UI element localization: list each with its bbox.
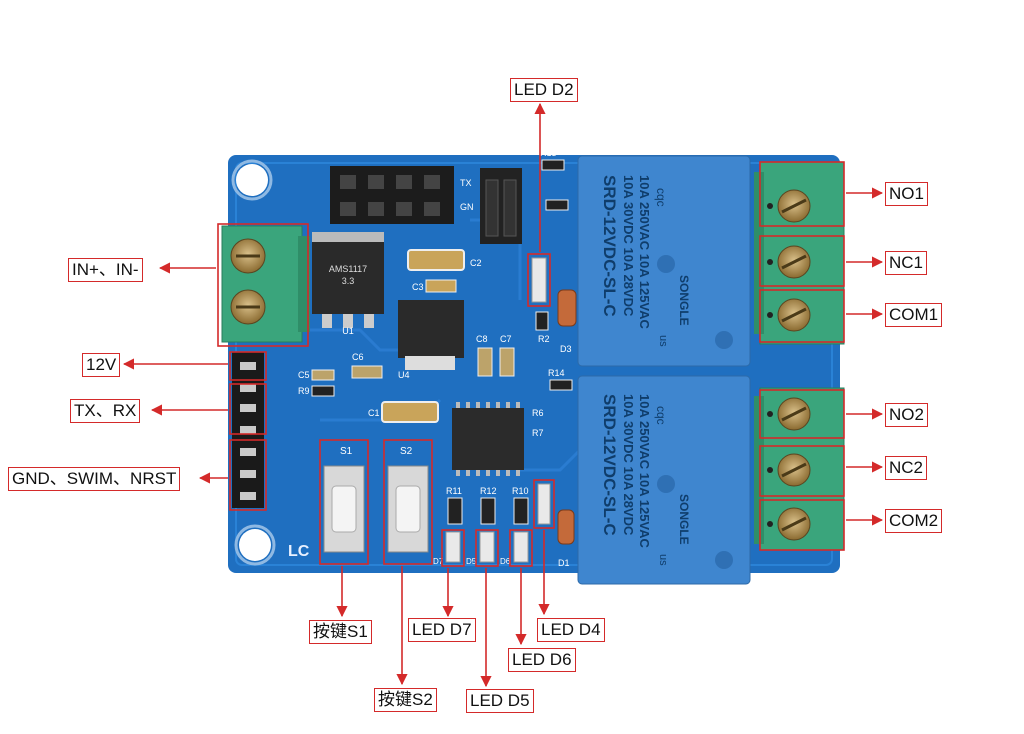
mounting-hole bbox=[239, 529, 271, 561]
highlight-led-d4 bbox=[533, 479, 555, 529]
chip-u4 bbox=[398, 300, 464, 358]
highlight-power-terminal bbox=[217, 223, 309, 347]
highlight-led-d5 bbox=[475, 529, 499, 567]
label-nc1: NC1 bbox=[885, 251, 928, 275]
label-button-s1: 按键S1 bbox=[309, 620, 372, 644]
svg-text:10A 250VAC 10A 125VAC: 10A 250VAC 10A 125VAC bbox=[637, 394, 652, 549]
label-led-d6: LED D6 bbox=[508, 648, 576, 672]
svg-text:SRD-12VDC-SL-C: SRD-12VDC-SL-C bbox=[600, 394, 619, 536]
svg-text:3.3: 3.3 bbox=[342, 276, 355, 286]
svg-text:R10: R10 bbox=[512, 486, 529, 496]
svg-text:S2: S2 bbox=[400, 446, 413, 457]
svg-text:C7: C7 bbox=[500, 334, 512, 344]
svg-text:U1: U1 bbox=[342, 326, 354, 336]
label-no1: NO1 bbox=[885, 182, 928, 206]
highlight-com1 bbox=[759, 289, 845, 343]
led-d6-part bbox=[513, 531, 529, 563]
highlight-led-d7 bbox=[441, 529, 465, 567]
svg-text:D7: D7 bbox=[433, 557, 444, 566]
svg-text:us: us bbox=[657, 554, 669, 566]
svg-text:SONGLE: SONGLE bbox=[677, 494, 691, 545]
highlight-12v bbox=[229, 351, 267, 381]
highlight-nc1 bbox=[759, 235, 845, 287]
svg-text:cqc: cqc bbox=[654, 188, 668, 207]
microcontroller bbox=[452, 408, 524, 470]
svg-text:C6: C6 bbox=[352, 352, 364, 362]
svg-text:R9: R9 bbox=[298, 386, 310, 396]
highlight-swd bbox=[229, 439, 267, 511]
label-led-d5: LED D5 bbox=[466, 689, 534, 713]
svg-text:R13: R13 bbox=[540, 148, 557, 158]
label-com1: COM1 bbox=[885, 303, 943, 327]
label-led-d2: LED D2 bbox=[510, 78, 578, 102]
highlight-nc2 bbox=[759, 445, 845, 497]
output-terminal-1 bbox=[754, 161, 845, 345]
svg-text:C1: C1 bbox=[368, 408, 380, 418]
led-d7-part bbox=[445, 531, 461, 563]
label-button-s2: 按键S2 bbox=[374, 688, 437, 712]
output-terminal-2 bbox=[754, 387, 845, 551]
svg-text:10A 250VAC 10A 125VAC: 10A 250VAC 10A 125VAC bbox=[637, 175, 652, 330]
voltage-regulator bbox=[312, 238, 384, 314]
highlight-s1 bbox=[319, 439, 369, 565]
label-tx-rx: TX、RX bbox=[70, 399, 141, 423]
label-no2: NO2 bbox=[885, 403, 928, 427]
svg-text:cqc: cqc bbox=[654, 406, 668, 425]
highlight-no2 bbox=[759, 389, 845, 439]
svg-text:U4: U4 bbox=[398, 370, 410, 380]
svg-text:LC: LC bbox=[288, 543, 310, 560]
svg-text:D5: D5 bbox=[466, 557, 477, 566]
led-d4-part bbox=[537, 483, 551, 525]
capacitor-c3 bbox=[425, 279, 457, 293]
highlight-s2 bbox=[383, 439, 433, 565]
highlight-com2 bbox=[759, 499, 845, 551]
power-terminal-block bbox=[221, 225, 303, 343]
svg-text:SRD-12VDC-SL-C: SRD-12VDC-SL-C bbox=[600, 175, 619, 317]
label-in-power: IN+、IN- bbox=[68, 258, 143, 282]
svg-text:R11: R11 bbox=[446, 486, 462, 496]
highlight-led-d2 bbox=[527, 253, 551, 307]
highlight-led-d6 bbox=[509, 529, 533, 567]
svg-text:R6: R6 bbox=[532, 408, 544, 418]
svg-text:R14: R14 bbox=[548, 368, 565, 378]
svg-text:S1: S1 bbox=[340, 446, 353, 457]
label-com2: COM2 bbox=[885, 509, 943, 533]
svg-text:C8: C8 bbox=[476, 334, 488, 344]
capacitor-c2 bbox=[407, 249, 465, 271]
svg-text:us: us bbox=[657, 335, 669, 347]
svg-text:SONGLE: SONGLE bbox=[677, 275, 691, 326]
svg-text:10A 30VDC 10A 28VDC: 10A 30VDC 10A 28VDC bbox=[621, 175, 636, 317]
highlight-txrx bbox=[229, 383, 267, 435]
svg-text:10A 30VDC 10A 28VDC: 10A 30VDC 10A 28VDC bbox=[621, 394, 636, 536]
svg-text:C3: C3 bbox=[412, 282, 424, 292]
svg-text:AMS1117: AMS1117 bbox=[329, 264, 367, 274]
label-gnd-swim-nrst: GND、SWIM、NRST bbox=[8, 467, 181, 491]
label-led-d4: LED D4 bbox=[537, 618, 605, 642]
label-led-d7: LED D7 bbox=[408, 618, 476, 642]
label-12v: 12V bbox=[82, 353, 121, 377]
capacitor-c1 bbox=[381, 401, 439, 423]
svg-text:D6: D6 bbox=[500, 557, 511, 566]
svg-text:C2: C2 bbox=[470, 258, 482, 268]
svg-text:R2: R2 bbox=[538, 334, 550, 344]
led-d2-part bbox=[531, 257, 547, 303]
svg-text:C5: C5 bbox=[298, 370, 310, 380]
svg-text:R7: R7 bbox=[532, 428, 544, 438]
svg-text:GN: GN bbox=[460, 202, 474, 212]
svg-text:R12: R12 bbox=[480, 486, 497, 496]
label-nc2: NC2 bbox=[885, 456, 928, 480]
led-d5-part bbox=[479, 531, 495, 563]
svg-text:TX: TX bbox=[460, 178, 472, 188]
svg-text:D1: D1 bbox=[558, 558, 570, 568]
svg-text:D3: D3 bbox=[560, 344, 572, 354]
mounting-hole bbox=[236, 164, 268, 196]
highlight-no1 bbox=[759, 161, 845, 227]
